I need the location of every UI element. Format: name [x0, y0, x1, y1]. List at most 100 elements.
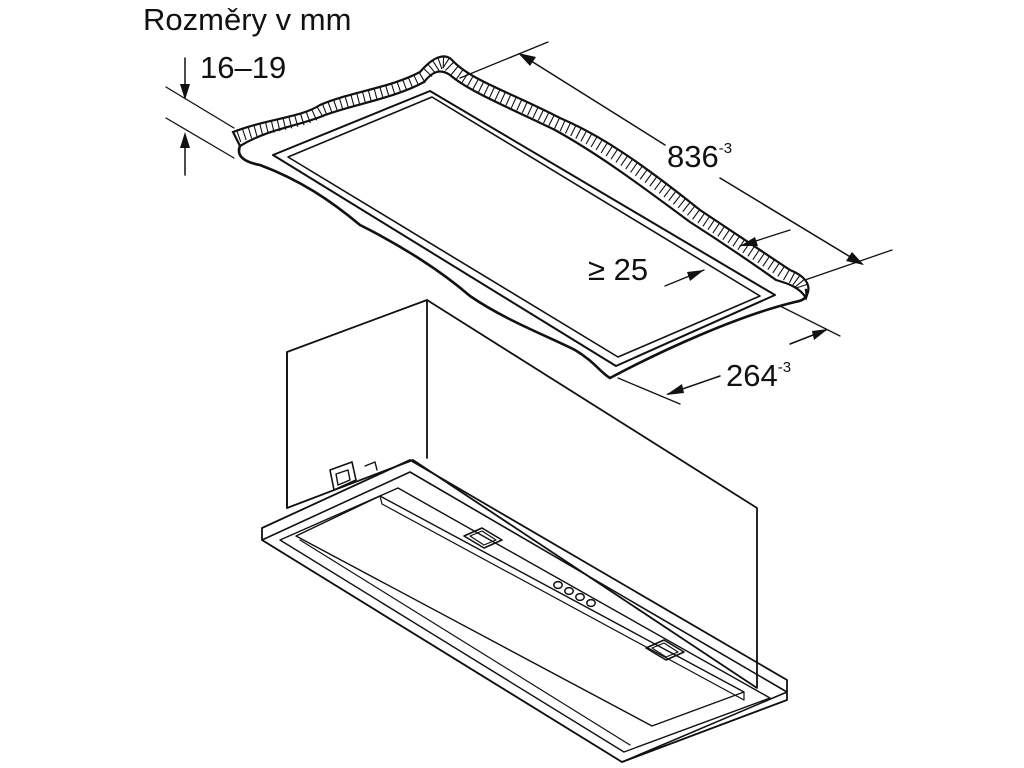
hatch-line	[590, 136, 598, 148]
hatch-line	[276, 119, 281, 132]
hatch-line	[450, 65, 459, 76]
hatch-line	[600, 142, 608, 154]
hatch-line	[516, 99, 523, 111]
hatch-line	[630, 162, 638, 173]
hatch-line	[259, 123, 264, 136]
hatch-line	[794, 278, 805, 288]
hatch-line	[402, 79, 408, 92]
length-label: 836-3	[667, 139, 732, 174]
hatch-line	[505, 94, 512, 106]
control-button[interactable]	[553, 580, 563, 590]
hatch-line	[488, 86, 496, 99]
hatch-line	[344, 96, 349, 108]
hatch-line	[253, 125, 258, 137]
hatch-line	[311, 109, 318, 121]
hatch-line	[722, 229, 730, 240]
control-button[interactable]	[575, 592, 585, 602]
arrow-down-icon	[180, 84, 190, 100]
ceiling-panel-outline	[237, 144, 808, 380]
hatch-line	[472, 78, 479, 90]
hatch-line	[373, 88, 378, 101]
width-label: 264-3	[726, 358, 791, 393]
hatch-line	[327, 101, 333, 114]
hatch-line	[772, 262, 780, 274]
hatch-line	[321, 103, 328, 116]
hatch-line	[564, 122, 572, 134]
hatch-line	[649, 176, 658, 187]
hatch-line	[423, 67, 433, 77]
hatch-line	[644, 172, 653, 184]
hatch-line	[783, 269, 790, 281]
hatch-line	[727, 232, 735, 244]
arrow-right-icon	[812, 329, 828, 340]
hatch-line	[270, 120, 275, 133]
control-button[interactable]	[564, 586, 574, 596]
hatch-line	[796, 283, 808, 289]
arrow-up-icon	[180, 132, 190, 148]
hatch-line	[788, 271, 796, 284]
hatch-line	[379, 86, 384, 99]
ceiling-band-hatching	[236, 56, 808, 289]
hatch-line	[418, 72, 426, 84]
hatch-line	[732, 236, 740, 247]
hatch-line	[543, 112, 550, 124]
hood-body	[286, 299, 758, 689]
hatch-line	[737, 239, 745, 250]
control-button[interactable]	[586, 598, 596, 608]
hatch-line	[282, 117, 287, 130]
hatch-line	[437, 57, 443, 70]
hatch-line	[367, 89, 372, 102]
arrow-left-icon	[740, 237, 758, 246]
hatch-line	[316, 106, 324, 118]
arrow-left-icon	[518, 53, 536, 66]
ceiling-cutout-inner	[287, 96, 761, 358]
hatch-line	[682, 201, 691, 212]
hatch-line	[702, 216, 711, 227]
hatch-line	[575, 127, 582, 139]
hatch-line	[559, 119, 566, 132]
ceiling-thickness-band	[231, 55, 810, 301]
filter-handle-right	[645, 639, 685, 661]
thickness-label: 16–19	[200, 50, 286, 85]
hatch-line	[385, 85, 390, 97]
hatch-line	[510, 96, 517, 109]
hatch-line	[390, 83, 396, 96]
hood-frame-inner	[279, 487, 771, 753]
filter-handle-left	[463, 527, 503, 549]
control-buttons	[553, 580, 596, 608]
hatch-line	[634, 165, 643, 177]
hatch-line	[692, 209, 701, 220]
hatch-line	[483, 84, 490, 96]
hatch-line	[294, 115, 299, 127]
hatch-line	[677, 198, 686, 209]
hatch-line	[752, 249, 760, 260]
hatch-line	[792, 274, 801, 286]
hatch-line	[396, 81, 402, 94]
hatch-line	[595, 139, 603, 151]
hatch-line	[499, 91, 506, 104]
hatch-line	[777, 265, 785, 277]
hatch-line	[639, 169, 648, 180]
hatch-line	[620, 155, 629, 167]
hatch-line	[333, 99, 338, 112]
hatch-line	[687, 205, 696, 216]
hatch-line	[615, 152, 624, 163]
hatch-line	[442, 57, 450, 69]
hatch-line	[445, 61, 455, 71]
hatch-line	[697, 212, 706, 224]
hatch-line	[527, 104, 534, 116]
hatch-line	[767, 259, 775, 270]
hatch-line	[338, 97, 344, 110]
hatch-line	[717, 226, 726, 237]
hatch-line	[432, 60, 440, 71]
arrow-left-icon	[666, 384, 684, 395]
hatch-line	[747, 246, 755, 257]
hatch-line	[672, 194, 682, 205]
hatch-line	[236, 130, 242, 143]
hatch-line	[350, 94, 355, 107]
hatch-line	[553, 117, 561, 129]
hatch-line	[585, 133, 593, 145]
hatch-line	[427, 63, 436, 74]
hatch-line	[356, 92, 361, 105]
hatch-line	[494, 89, 501, 101]
